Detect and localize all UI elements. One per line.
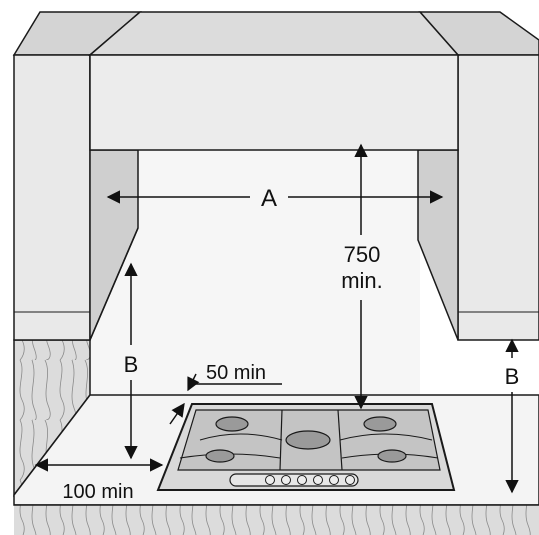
- label-b-right: B: [505, 364, 520, 389]
- control-knob-icon: [345, 475, 355, 485]
- control-knob-icon: [329, 475, 339, 485]
- control-knob-icon: [265, 475, 275, 485]
- gas-burner-icon: [285, 430, 331, 450]
- gas-burner-icon: [215, 416, 249, 432]
- gas-burner-icon: [205, 449, 235, 463]
- dimension-b-right: B: [505, 338, 520, 494]
- label-back-gap: 100 min: [62, 481, 133, 503]
- gas-burner-icon: [377, 449, 407, 463]
- label-height: 750: [344, 242, 381, 267]
- dimension-arrow-icon: [187, 373, 200, 392]
- dimension-side-gap: 50 min: [169, 362, 282, 425]
- dimension-arrow-icon: [169, 402, 185, 425]
- label-height-unit: min.: [341, 268, 383, 293]
- label-a: A: [261, 185, 277, 212]
- gas-burner-icon: [363, 416, 397, 432]
- dimension-back-gap: 100 min: [34, 458, 164, 503]
- control-knob-icon: [281, 475, 291, 485]
- left-wall-cabinet: [12, 11, 143, 341]
- dimension-height: 750 min.: [341, 143, 383, 410]
- label-side-gap: 50 min: [206, 362, 266, 384]
- control-knob-icon: [313, 475, 323, 485]
- cooker-hood-cabinet: [87, 11, 460, 151]
- worktop-edge-wood: [14, 505, 539, 535]
- dimension-b-left: B: [124, 262, 139, 460]
- dimension-a: A: [106, 182, 444, 212]
- gas-hob: [156, 403, 456, 491]
- control-knob-icon: [297, 475, 307, 485]
- label-b-left: B: [124, 352, 139, 377]
